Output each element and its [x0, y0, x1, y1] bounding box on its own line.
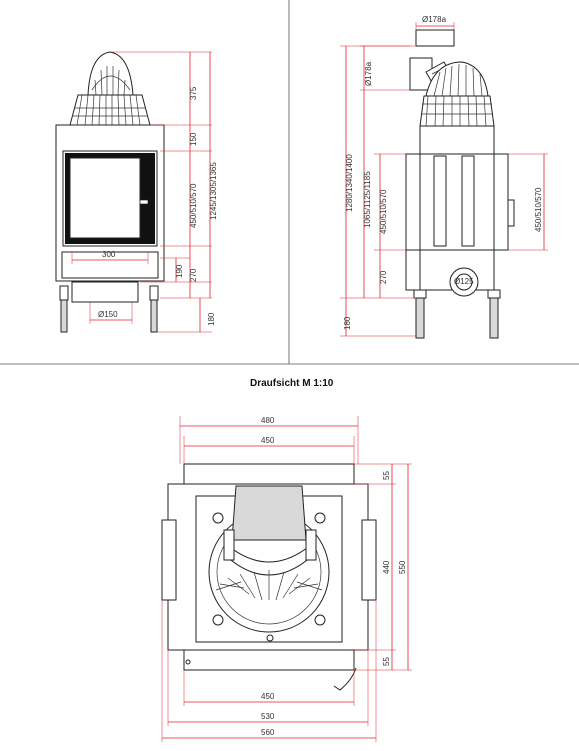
side-dim-air: Ø125: [454, 277, 474, 286]
front-view: 1245/1305/1365 375 150 450/510/570 270 1…: [55, 51, 218, 333]
side-dim-bottom: 270: [379, 270, 388, 284]
front-dim-bottom: 270: [189, 268, 198, 282]
side-dim-foot: 180: [343, 316, 352, 330]
side-dim-door: 450/510/570: [379, 189, 388, 234]
front-dim-total: 1245/1305/1365: [209, 162, 218, 220]
top-dim-560: 560: [261, 728, 275, 737]
front-dim-door: 450/510/570: [189, 183, 198, 228]
top-dim-55-top: 55: [382, 471, 391, 480]
side-dim-flue-top: Ø178a: [422, 15, 447, 24]
top-dim-550: 550: [398, 560, 407, 574]
top-view: 480 450 450 530 560 55 440 55 550: [161, 416, 412, 742]
front-dim-width: 300: [102, 250, 116, 259]
side-dim-total: 1280/1340/1400: [345, 154, 354, 212]
front-dim-ash: 190: [175, 264, 184, 278]
drawing-title: Draufsicht M 1:10: [250, 378, 334, 389]
front-dim-foot: 180: [207, 312, 216, 326]
top-dim-530: 530: [261, 712, 275, 721]
front-dim-upper: 150: [189, 132, 198, 146]
top-dim-450-bottom: 450: [261, 692, 275, 701]
side-dim-flue-side: Ø178a: [364, 61, 373, 86]
top-dim-440: 440: [382, 560, 391, 574]
side-dim-door-right: 450/510/570: [534, 187, 543, 232]
front-dim-flue: Ø150: [98, 310, 118, 319]
top-dim-55-bottom: 55: [382, 657, 391, 666]
top-dim-450-top: 450: [261, 436, 275, 445]
front-dim-top: 375: [189, 86, 198, 100]
top-dim-480: 480: [261, 416, 275, 425]
side-dim-mid: 1065/1125/1185: [363, 171, 372, 228]
side-view: Ø178a Ø178a 1280/1340/1400 1065/1125/118…: [340, 15, 548, 339]
